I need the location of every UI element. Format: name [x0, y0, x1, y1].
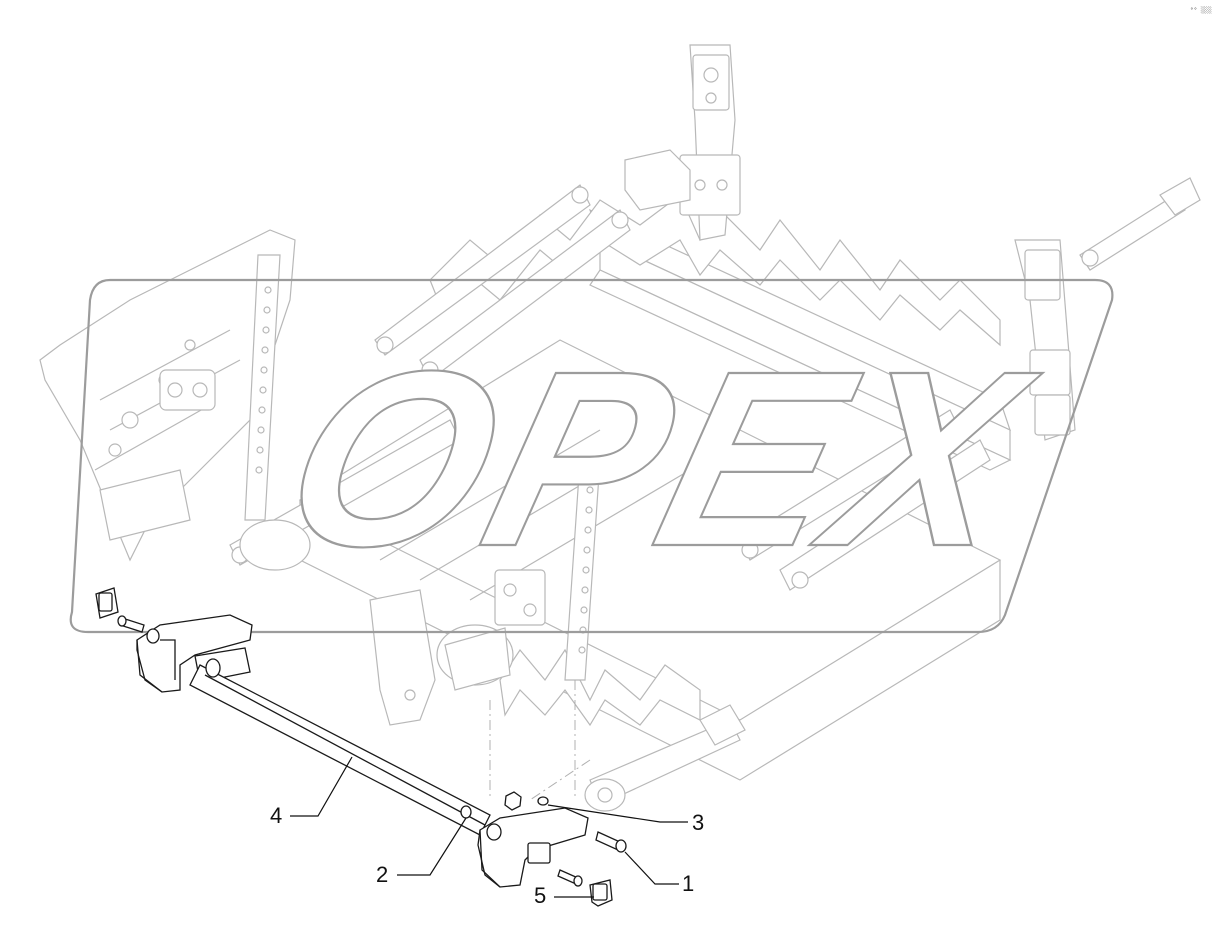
nut-washer-part-3 [504, 791, 549, 811]
bolt-lower [557, 869, 583, 887]
callout-5: 5 [534, 883, 594, 908]
watermark: OPEX [69, 278, 1114, 634]
cap-part-5-left [95, 587, 119, 619]
bracket-right [477, 807, 589, 888]
watermark-text: OPEX [262, 318, 1057, 598]
svg-text:5: 5 [534, 883, 546, 908]
bolt-part-1 [595, 831, 627, 853]
callouts: 4 2 3 1 5 [270, 756, 704, 908]
callout-4: 4 [270, 756, 353, 828]
bolt-left [117, 615, 145, 633]
tube-part-4 [189, 658, 491, 836]
cap-part-5 [589, 879, 613, 907]
svg-text:2: 2 [376, 862, 388, 887]
svg-text:1: 1 [682, 871, 694, 896]
callout-3: 3 [547, 804, 704, 835]
perforation-holes-left [255, 286, 272, 474]
svg-text:4: 4 [270, 803, 282, 828]
svg-text:3: 3 [692, 810, 704, 835]
foreground-parts [95, 587, 627, 907]
callout-2: 2 [376, 817, 467, 887]
callout-1: 1 [624, 851, 694, 896]
corner-mark: °° ░░░ [1190, 6, 1212, 14]
background-frame-assembly [39, 44, 1201, 812]
